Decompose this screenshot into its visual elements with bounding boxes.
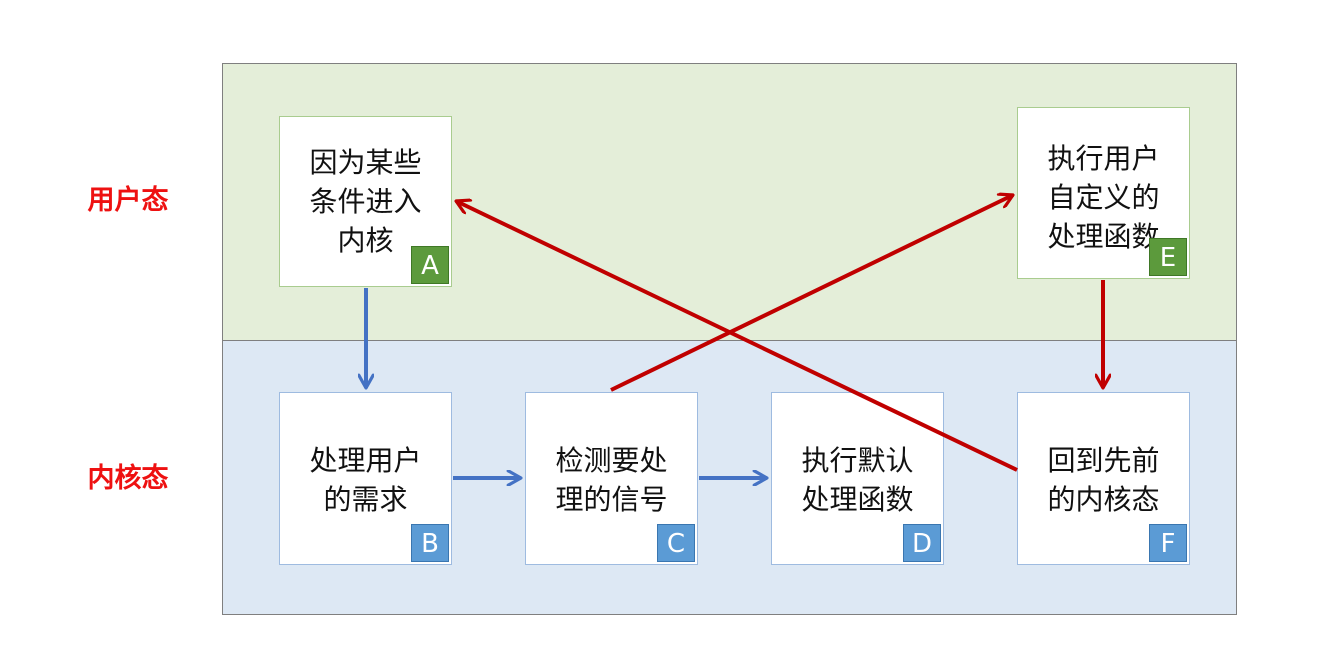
step-e-tag: E bbox=[1149, 238, 1187, 276]
step-d-text: 执行默认 处理函数 bbox=[801, 444, 914, 516]
user-mode-label: 用户态 bbox=[87, 185, 169, 216]
step-a-tag: A bbox=[411, 246, 449, 284]
step-b-box: 处理用户 的需求 B bbox=[279, 392, 452, 565]
step-b-tag: B bbox=[411, 524, 449, 562]
step-e-text: 执行用户 自定义的 处理函数 bbox=[1047, 142, 1160, 253]
step-d-box: 执行默认 处理函数 D bbox=[771, 392, 944, 565]
step-f-text: 回到先前 的内核态 bbox=[1047, 444, 1160, 516]
step-c-tag: C bbox=[657, 524, 695, 562]
step-c-box: 检测要处 理的信号 C bbox=[525, 392, 698, 565]
arrow-f-to-a bbox=[456, 201, 1018, 472]
step-c-text: 检测要处 理的信号 bbox=[555, 444, 668, 516]
step-a-text: 因为某些 条件进入 内核 bbox=[309, 146, 422, 257]
kernel-mode-label: 内核态 bbox=[87, 463, 169, 494]
arrow-c-to-e bbox=[610, 195, 1013, 392]
step-f-tag: F bbox=[1149, 524, 1187, 562]
step-f-box: 回到先前 的内核态 F bbox=[1017, 392, 1190, 565]
step-b-text: 处理用户 的需求 bbox=[309, 444, 422, 516]
step-d-tag: D bbox=[903, 524, 941, 562]
step-e-box: 执行用户 自定义的 处理函数 E bbox=[1017, 107, 1190, 279]
step-a-box: 因为某些 条件进入 内核 A bbox=[279, 116, 452, 287]
